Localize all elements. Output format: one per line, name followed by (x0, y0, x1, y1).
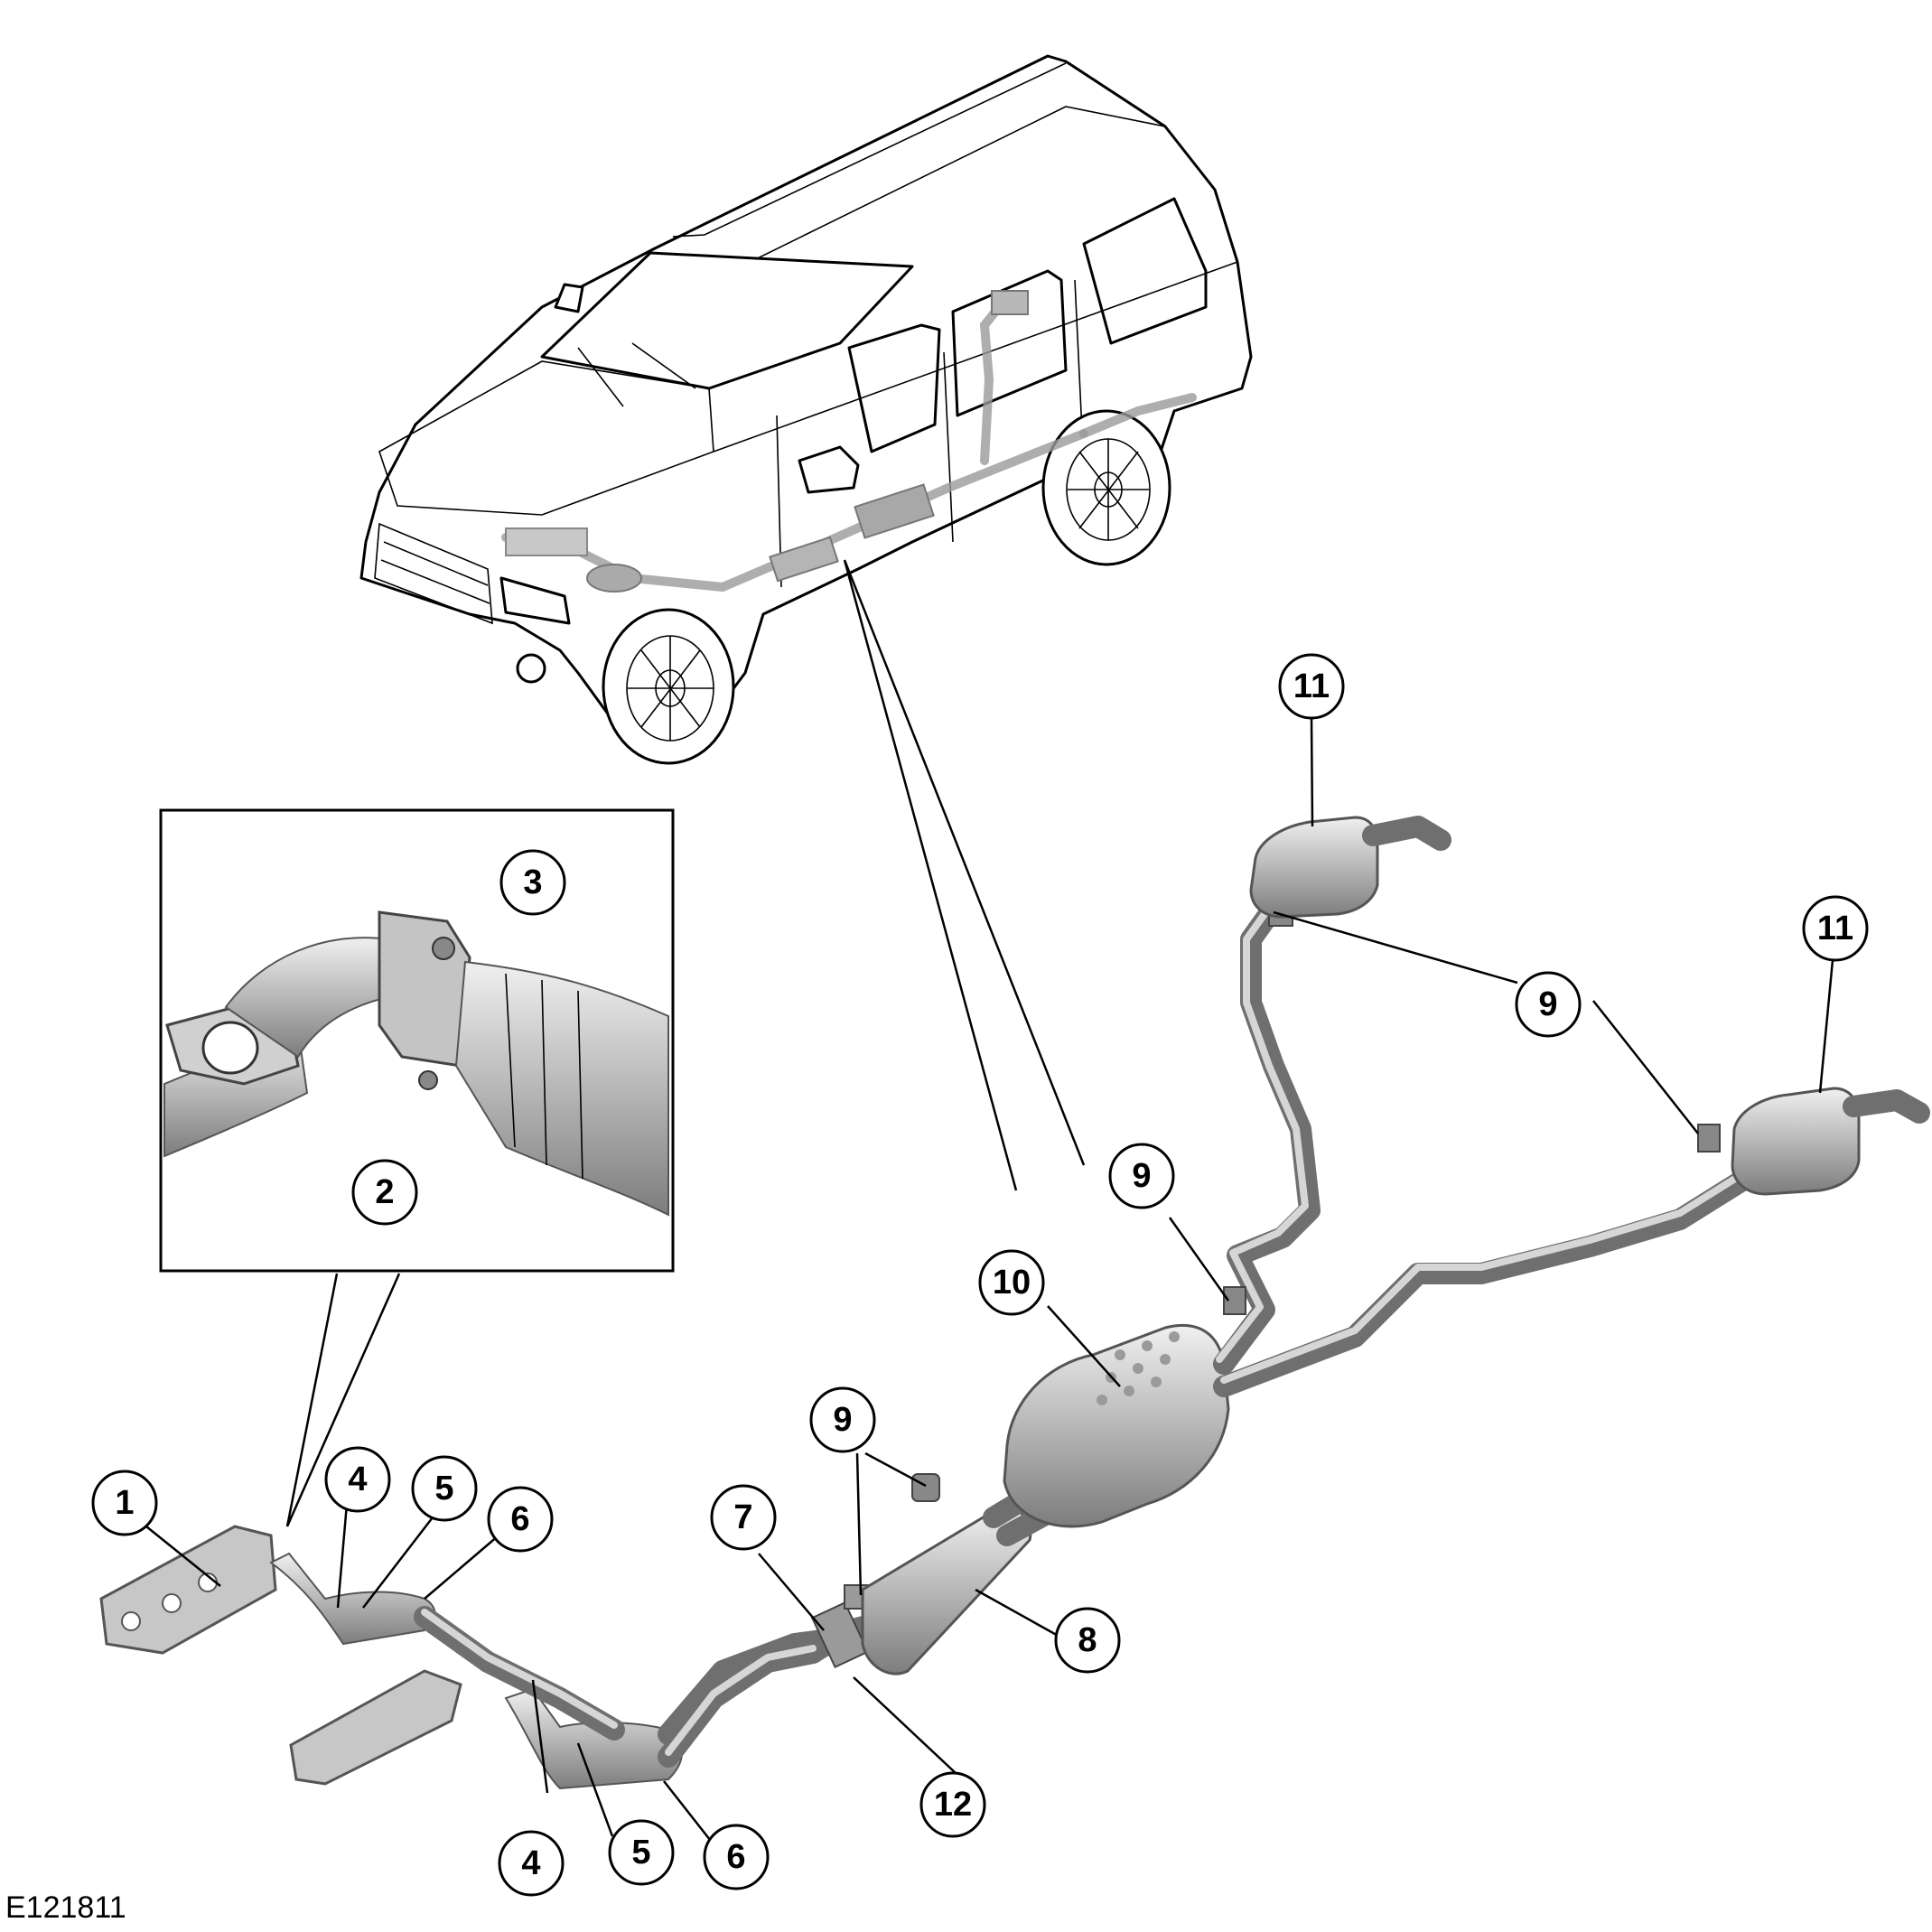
callout-7: 7 (710, 1484, 777, 1551)
vehicle-windshield (540, 251, 914, 390)
exhaust-rear-muffler-left (1249, 816, 1379, 919)
callout-3: 3 (499, 849, 566, 916)
callout-5-lower: 5 (608, 1819, 675, 1886)
inset-detail (159, 808, 675, 1273)
svg-text:7: 7 (733, 1498, 752, 1536)
exhaust-lower-catalyst (504, 1687, 683, 1790)
callout-5-upper: 5 (411, 1455, 478, 1522)
vehicle-side-mirror (798, 445, 860, 494)
callout-10: 10 (978, 1249, 1045, 1316)
vehicle-front-door-window (847, 323, 941, 453)
callout-1: 1 (91, 1470, 158, 1536)
exhaust-centre-silencer (1003, 1323, 1230, 1528)
svg-text:3: 3 (523, 863, 542, 901)
callout-12: 12 (919, 1771, 986, 1838)
callout-9-mid: 9 (1108, 1143, 1175, 1209)
svg-text:9: 9 (1132, 1157, 1151, 1195)
vehicle-illustration (359, 54, 1253, 765)
exhaust-assembly (99, 816, 1930, 1790)
vehicle-rear-wheel (1041, 409, 1171, 566)
exhaust-manifold-upper (99, 1525, 277, 1655)
inset-flange-port (201, 1021, 259, 1075)
vehicle-roof-antenna (554, 283, 584, 313)
callout-4-upper: 4 (324, 1446, 391, 1513)
vehicle-leader-lines (843, 559, 1086, 1191)
exhaust-upper-catalyst (269, 1552, 436, 1646)
svg-text:5: 5 (631, 1834, 650, 1871)
svg-text:1: 1 (115, 1484, 134, 1522)
svg-text:5: 5 (434, 1470, 453, 1507)
exhaust-hanger-mid (911, 1473, 940, 1502)
vehicle-grille (374, 522, 493, 625)
svg-text:11: 11 (1293, 667, 1330, 705)
svg-text:6: 6 (726, 1838, 745, 1876)
inset-nut-2 (418, 1070, 438, 1090)
inset-joint-flange (378, 910, 471, 1068)
exhaust-rear-tip-right (1843, 1089, 1930, 1124)
callout-8: 8 (1054, 1607, 1121, 1674)
vehicle-roof (654, 55, 1166, 276)
callout-6-lower: 6 (703, 1824, 770, 1890)
callout-11-right: 11 (1802, 895, 1869, 962)
callout-4-lower: 4 (498, 1830, 565, 1897)
vehicle-headlight (499, 576, 571, 625)
vehicle-fog-light (516, 653, 546, 684)
callout-9-rear: 9 (1515, 971, 1582, 1038)
svg-text:9: 9 (1538, 985, 1557, 1023)
svg-text:4: 4 (521, 1844, 540, 1882)
vehicle-door-lines (713, 261, 1238, 588)
callout-6-upper: 6 (487, 1486, 554, 1553)
vehicle-front-wheel (602, 608, 735, 765)
callout-9-front: 9 (809, 1386, 876, 1453)
exhaust-front-pipe-upper (414, 1606, 625, 1741)
svg-text:12: 12 (934, 1786, 972, 1824)
callout-11-left: 11 (1278, 653, 1345, 720)
vehicle-body-outline (359, 54, 1253, 742)
figure-id-label: E121811 (5, 1890, 126, 1925)
exhaust-right-tailpipe-run (1213, 1163, 1763, 1397)
exhaust-clamp (810, 1601, 870, 1668)
callout-2: 2 (351, 1159, 418, 1226)
exhaust-manifold-lower (289, 1669, 462, 1786)
svg-text:6: 6 (510, 1500, 529, 1538)
svg-text:8: 8 (1078, 1621, 1097, 1659)
inset-stud-3 (432, 937, 455, 960)
exhaust-rear-muffler-right (1731, 1087, 1861, 1196)
exhaust-rear-tip-left (1362, 816, 1451, 851)
vehicle-ghost-exhaust (501, 290, 1197, 593)
callout-leaders (145, 717, 1834, 1845)
svg-text:10: 10 (993, 1264, 1031, 1302)
exhaust-hanger-rear-right (1697, 1124, 1721, 1153)
svg-text:11: 11 (1817, 910, 1853, 947)
svg-text:4: 4 (348, 1461, 367, 1498)
inset-leader-lines (285, 1273, 401, 1527)
svg-text:2: 2 (375, 1173, 394, 1211)
vehicle-windshield-detail (577, 342, 696, 407)
svg-text:9: 9 (833, 1401, 852, 1439)
